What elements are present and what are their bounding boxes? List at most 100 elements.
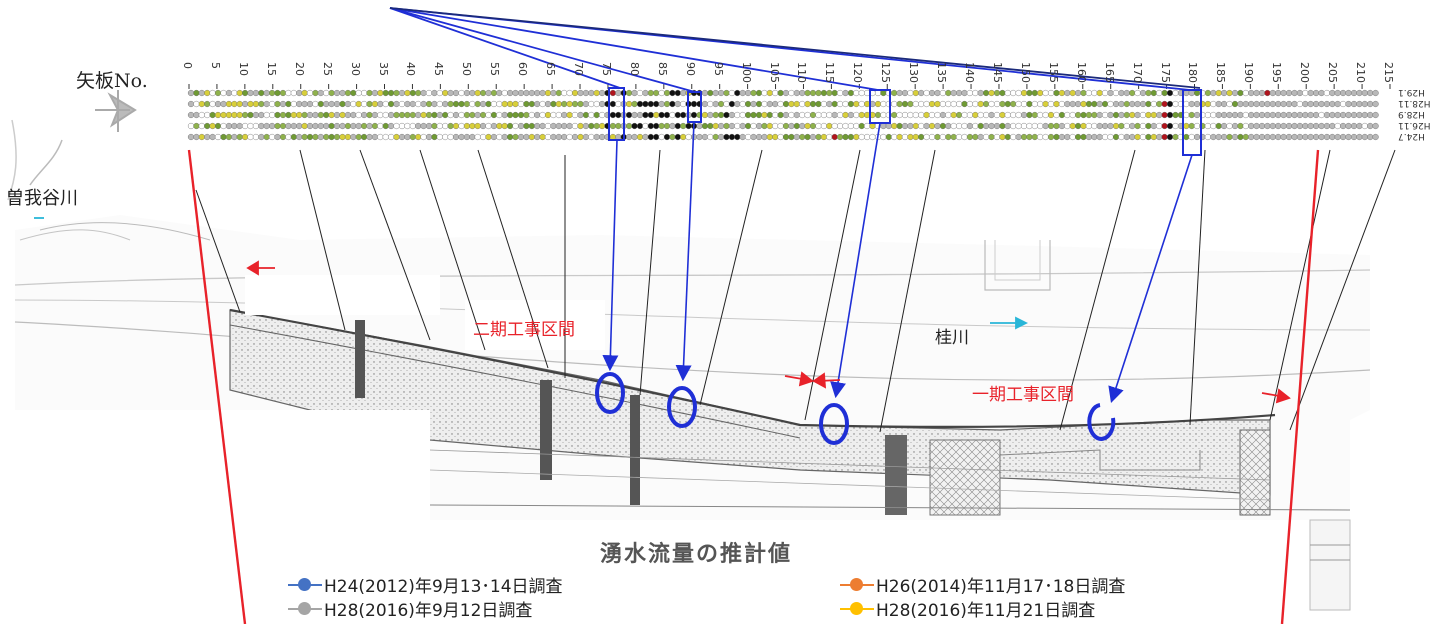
pile-dot <box>474 111 481 119</box>
pile-dot <box>669 111 676 119</box>
pile-dot <box>1220 122 1228 130</box>
pile-dot <box>371 122 379 130</box>
pile-dot <box>755 133 763 141</box>
pile-dot <box>480 89 487 97</box>
pile-dot <box>263 133 270 141</box>
pile-dot <box>934 133 941 141</box>
pile-dot <box>891 89 898 97</box>
pile-dot <box>815 133 822 141</box>
pile-dot <box>918 122 925 130</box>
pile-dot <box>1329 111 1336 119</box>
pile-dot <box>555 89 562 97</box>
pile-dot <box>625 100 633 108</box>
pile-dot <box>1150 111 1157 119</box>
pile-dot <box>793 133 800 141</box>
pile-dot <box>463 111 471 119</box>
pile-dot <box>858 122 865 130</box>
pile-dot <box>896 100 903 108</box>
pile-dot <box>799 111 806 119</box>
pile-number-label: 矢板No. <box>76 70 148 92</box>
pile-dot <box>1280 100 1287 108</box>
pile-dot <box>577 111 584 119</box>
katsura-river-label: 桂川 <box>935 328 969 348</box>
pile-dot <box>339 100 346 108</box>
pile-dot <box>269 111 276 119</box>
pile-dot <box>306 133 314 141</box>
pile-dot <box>463 133 471 141</box>
pile-dot <box>1372 111 1379 119</box>
pile-dot <box>209 100 216 108</box>
pile-dot <box>290 100 297 108</box>
pile-dot <box>415 111 422 119</box>
pile-dot <box>404 122 411 130</box>
pile-dot <box>1112 100 1120 108</box>
pile-dot <box>1047 89 1055 97</box>
pile-dot <box>312 133 319 141</box>
pile-dot <box>993 89 1001 97</box>
pile-dot <box>523 89 530 97</box>
pile-dot <box>1356 100 1363 108</box>
tick-label: 70 <box>572 62 586 76</box>
pile-dot <box>993 122 1001 130</box>
pile-dot <box>1015 122 1022 130</box>
pile-dot <box>609 100 617 108</box>
pile-dot <box>761 133 768 141</box>
pile-dot <box>901 133 909 141</box>
pile-dot <box>490 122 498 130</box>
pile-dot <box>1047 122 1055 130</box>
legend-label: H24(2012)年9月13･14日調査 <box>324 577 563 597</box>
pile-dot <box>690 100 698 108</box>
pile-dot <box>744 111 752 119</box>
pile-dot <box>842 89 849 97</box>
tick-label: 160 <box>1074 62 1088 83</box>
pile-dot <box>1183 100 1190 108</box>
pile-dot <box>366 122 373 130</box>
pile-dot <box>1026 89 1033 97</box>
pile-dot <box>1053 133 1060 141</box>
pile-dot <box>328 111 335 119</box>
pile-dot <box>680 89 687 97</box>
pile-dot <box>1047 100 1055 108</box>
pile-dot <box>1080 133 1087 141</box>
pile-dot <box>1037 89 1044 97</box>
pile-dot <box>788 122 795 130</box>
pile-dot <box>1296 133 1304 141</box>
pile-dot <box>361 111 368 119</box>
pile-dot <box>1047 133 1055 141</box>
pile-dot <box>301 133 308 141</box>
pile-dot <box>782 122 790 130</box>
pile-dot <box>831 100 838 108</box>
pile-dot <box>523 100 530 108</box>
tick-label: 45 <box>432 62 446 76</box>
pile-dot <box>1031 133 1038 141</box>
pile-dot <box>1145 111 1152 119</box>
pile-dot <box>1107 89 1114 97</box>
pile-dot <box>782 133 790 141</box>
pile-dot <box>858 89 865 97</box>
tick-label: 180 <box>1186 62 1200 83</box>
pile-dot <box>517 111 525 119</box>
pile-dot <box>442 133 449 141</box>
pile-dot <box>1053 111 1060 119</box>
pile-dot <box>1307 111 1314 119</box>
pile-dot <box>225 100 233 108</box>
pile-dot <box>723 133 730 141</box>
pile-dot <box>371 133 379 141</box>
pile-dot <box>923 133 930 141</box>
tick-label: 65 <box>544 62 558 76</box>
highlight-boxes <box>608 87 1202 156</box>
pile-dot <box>1091 133 1098 141</box>
pile-dot <box>853 100 860 108</box>
pile-dot <box>631 133 638 141</box>
pile-dot <box>1367 133 1374 141</box>
pile-dot <box>1166 111 1174 119</box>
pile-dot <box>436 122 443 130</box>
pile-dot <box>1188 122 1195 130</box>
tick-label: 40 <box>404 62 418 76</box>
pile-dot <box>187 111 195 119</box>
pile-dot <box>1329 122 1336 130</box>
pile-dot <box>804 122 811 130</box>
pile-dot <box>517 133 525 141</box>
pile-dot <box>820 111 828 119</box>
pile-dot <box>1312 111 1320 119</box>
